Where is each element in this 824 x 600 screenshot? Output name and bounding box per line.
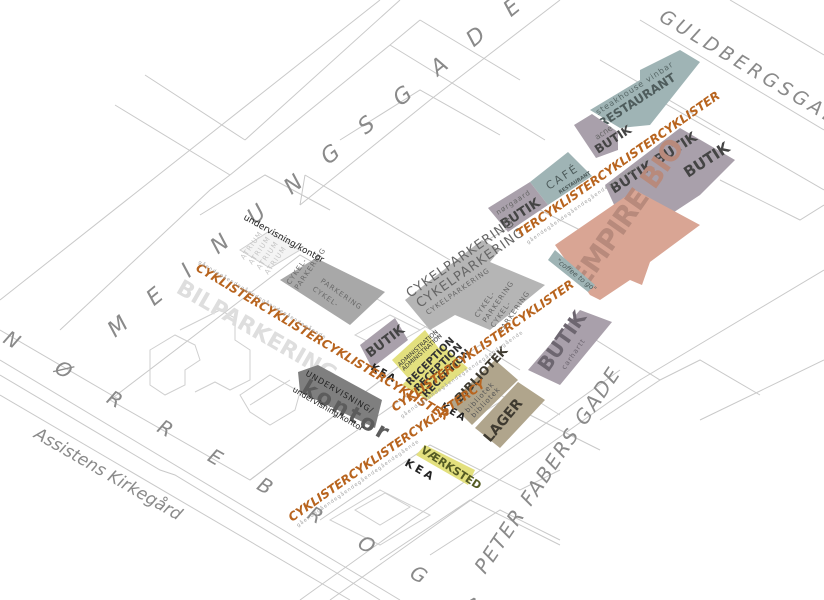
zone-cykelparkering-west[interactable]: CYKEL- PARKERING CYKEL- PARKERING [280, 246, 385, 325]
zone-cykelparkering-main[interactable]: CYKELPARKERING CYKELPARKERING CYKELPARKE… [404, 215, 545, 334]
gaaende-path-south: gåendegåendegåendegåendegåendegående [295, 438, 421, 529]
zone-atrium: ATRIUM ATRIUM ATRIUM ATRIUM [239, 230, 301, 276]
